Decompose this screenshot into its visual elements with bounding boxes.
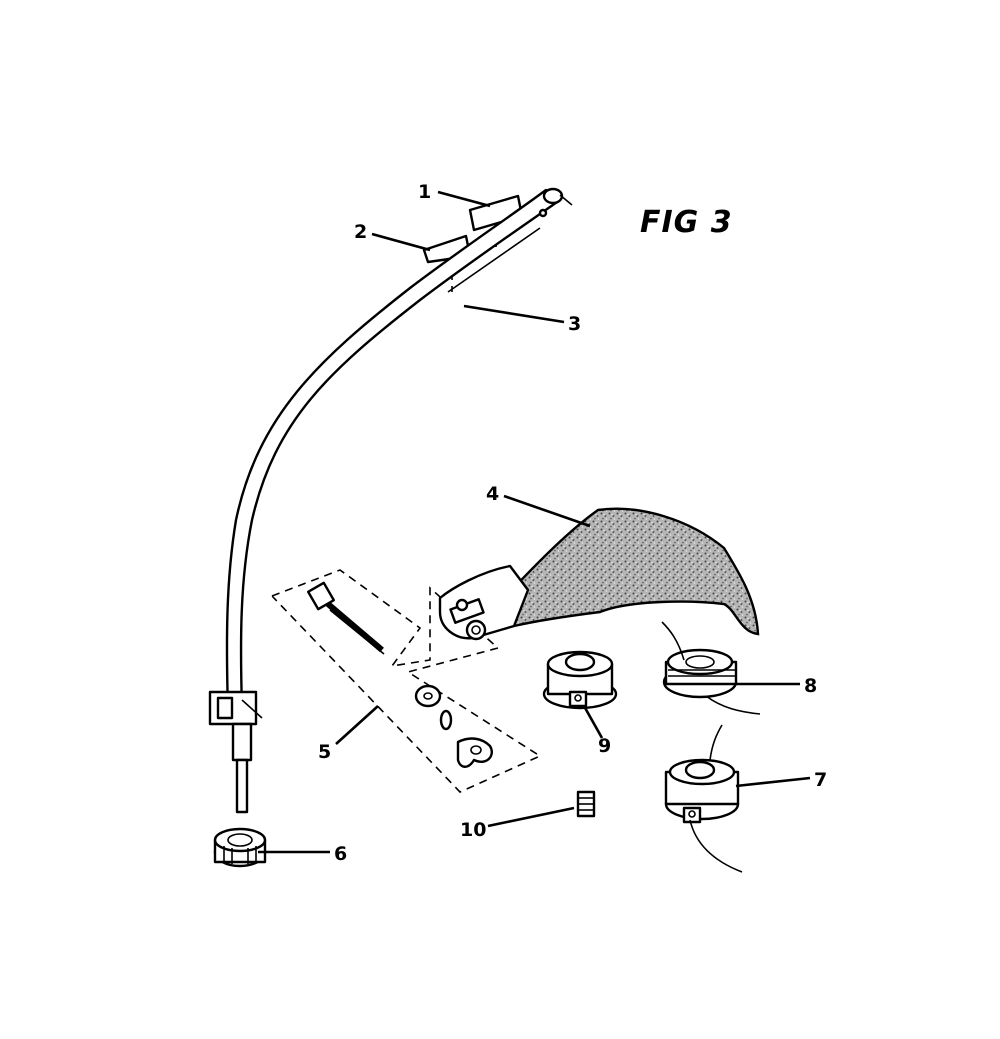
leader-2 <box>371 232 431 252</box>
part-5-hardware-kit <box>271 569 542 793</box>
callout-10: 10 <box>460 819 486 841</box>
leader-1 <box>437 190 491 208</box>
callout-numbers: 1 2 3 4 5 6 7 8 9 10 <box>318 181 827 865</box>
leader-3 <box>463 304 565 324</box>
part-9-spool-housing <box>542 650 618 710</box>
part-10-spring <box>576 790 596 818</box>
leader-10 <box>487 806 575 828</box>
part-4-guard <box>438 507 760 641</box>
part-7-spool-with-line <box>664 724 743 873</box>
bolt <box>307 581 385 655</box>
part-3-curved-shaft <box>208 187 573 814</box>
washer <box>414 684 442 708</box>
callout-3: 3 <box>568 313 581 335</box>
callout-7: 7 <box>814 769 827 791</box>
callout-2: 2 <box>354 221 367 243</box>
callout-4: 4 <box>486 483 499 505</box>
lock-washer <box>439 709 453 731</box>
figure-title: FIG 3 <box>640 205 733 240</box>
callout-8: 8 <box>804 675 817 697</box>
part-6-knob <box>213 827 267 868</box>
leader-4 <box>503 494 591 528</box>
leader-5 <box>335 705 379 745</box>
leader-7 <box>735 776 811 788</box>
wing-nut <box>456 737 493 768</box>
callout-6: 6 <box>334 843 347 865</box>
leader-lines <box>258 190 811 854</box>
callout-1: 1 <box>418 181 431 203</box>
leader-9 <box>582 705 604 739</box>
callout-5: 5 <box>318 741 331 763</box>
part-8-spool-with-line <box>661 621 761 715</box>
callout-9: 9 <box>598 735 611 757</box>
